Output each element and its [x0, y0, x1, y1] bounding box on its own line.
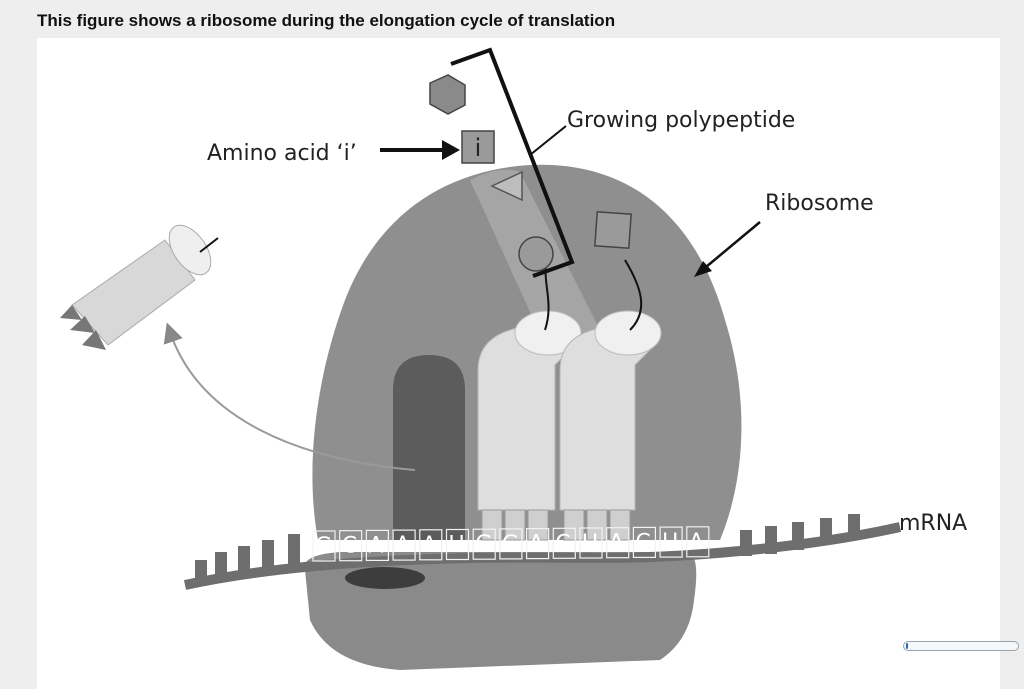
polypeptide-pointer — [529, 125, 567, 156]
mrna-base: A — [609, 531, 624, 556]
progress-fill — [906, 643, 908, 649]
mrna-base: G — [315, 534, 332, 559]
hexagon-amino-acid — [429, 74, 466, 115]
mrna-base-box — [339, 530, 363, 562]
trna-p-site — [477, 254, 582, 511]
square-amino-acid — [594, 211, 632, 249]
mrna-base: G — [502, 532, 519, 557]
mrna-base-box — [686, 526, 710, 558]
mrna-base-box — [552, 527, 576, 559]
mrna-base: U — [449, 533, 465, 558]
circle-amino-acid — [518, 236, 554, 272]
mrna-base: U — [662, 530, 678, 555]
trna-a-site — [559, 259, 662, 511]
mrna-base: A — [529, 532, 544, 557]
ribosome-arrowhead — [694, 261, 712, 277]
mrna-base: A — [395, 533, 410, 558]
mrna-base: A — [422, 533, 437, 558]
polypeptide-bracket — [450, 47, 575, 278]
mrna-bases-right — [740, 514, 860, 556]
mrna-base: C — [342, 534, 357, 559]
mrna-base-box — [525, 527, 550, 560]
exit-arrow — [163, 322, 416, 471]
ribosome-pointer — [699, 221, 761, 273]
amino-acid-label: Amino acid ‘i’ — [207, 141, 357, 166]
mrna-base-box — [499, 528, 523, 560]
anticodon-teeth — [481, 509, 631, 541]
ribosome-label: Ribosome — [765, 191, 874, 216]
amino-acid-i-letter: i — [475, 134, 482, 162]
mrna-base: A — [689, 530, 704, 555]
mrna-base-box — [365, 529, 389, 562]
triangle-amino-acid — [490, 170, 523, 202]
amino-acid-i-box — [461, 130, 495, 164]
mrna-base-box — [445, 528, 470, 561]
mrna-base: U — [582, 531, 598, 556]
figure-title: This figure shows a ribosome during the … — [37, 11, 616, 30]
mrna-base-box — [579, 527, 603, 559]
mrna-base-box — [659, 526, 683, 558]
mrna-bases-left — [195, 534, 300, 580]
amino-acid-arrowhead — [442, 140, 460, 160]
mrna-base: C — [635, 530, 650, 555]
released-trna — [60, 224, 219, 350]
mrna-base-box — [312, 530, 336, 562]
mrna-base: G — [475, 532, 492, 557]
mrna-label: mRNA — [899, 511, 967, 536]
polypeptide-label: Growing polypeptide — [567, 108, 795, 133]
mrna-base: A — [368, 533, 383, 558]
small-subunit-spot — [345, 567, 425, 589]
progress-bar — [903, 641, 1019, 651]
mrna-base-box — [392, 529, 416, 561]
mrna-base-box — [632, 526, 657, 559]
mrna-base: C — [555, 531, 570, 556]
e-site-block — [393, 355, 465, 540]
mrna-base-box — [606, 527, 630, 559]
mrna-base-box — [419, 529, 443, 561]
mrna-base-box — [472, 528, 496, 560]
